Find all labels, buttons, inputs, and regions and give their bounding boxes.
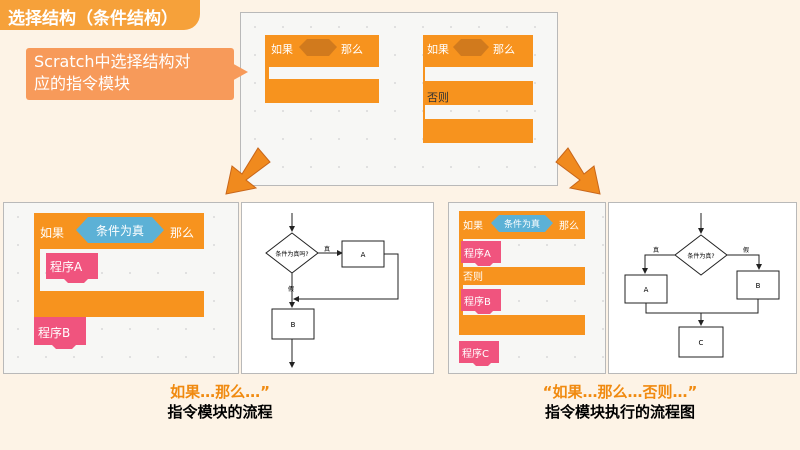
down-right-arrow-icon bbox=[555, 147, 601, 195]
left-blocks-svg: 如果 条件为真 那么 程序A 程序B bbox=[34, 213, 204, 349]
left-caption: 如果…那么…” 指令模块的流程 bbox=[130, 382, 310, 422]
right-caption: “如果…那么…否则…” 指令模块执行的流程图 bbox=[500, 382, 740, 422]
right-condition-hex bbox=[491, 215, 553, 232]
right-flow-condition-label: 条件为真? bbox=[687, 252, 714, 260]
right-flow-no-label: 假 bbox=[743, 246, 749, 254]
right-condition-label: 条件为真 bbox=[504, 218, 540, 230]
left-flowchart-svg: 条件为真吗? 真 A 假 B bbox=[265, 213, 399, 368]
right-program-a-label: 程序A bbox=[464, 247, 491, 260]
right-flow-yes-label: 真 bbox=[653, 246, 659, 254]
left-flow-no-label: 假 bbox=[288, 285, 294, 293]
right-flow-box-c bbox=[678, 326, 724, 358]
right-caption-line2: 指令模块执行的流程图 bbox=[544, 403, 695, 421]
left-condition-label: 条件为真 bbox=[96, 224, 144, 238]
callout-line1: Scratch中选择结构对 bbox=[34, 52, 191, 71]
left-if-label: 如果 bbox=[40, 225, 64, 240]
right-blocks-panel: 如果 条件为真 那么 程序A 否则 程序B 程序C bbox=[448, 202, 606, 374]
block1-condition-hex bbox=[299, 39, 337, 56]
left-flow-box-b-label: B bbox=[291, 321, 296, 329]
right-flow-box-c-label: C bbox=[699, 339, 704, 347]
block2-then-label: 那么 bbox=[493, 43, 515, 56]
left-condition-hex bbox=[76, 217, 164, 243]
right-flow-decision bbox=[674, 234, 728, 276]
right-program-c-label: 程序C bbox=[462, 347, 489, 360]
callout-box: Scratch中选择结构对 应的指令模块 bbox=[26, 48, 234, 100]
right-caption-line1: “如果…那么…否则…” bbox=[542, 383, 698, 401]
top-blocks-panel: 如果 那么 如果 那么 否则 bbox=[240, 12, 558, 186]
left-then-label: 那么 bbox=[170, 226, 194, 240]
down-left-arrow-icon bbox=[225, 147, 271, 195]
left-flow-condition-label: 条件为真吗? bbox=[275, 250, 308, 258]
right-if-else-block-shape bbox=[459, 211, 585, 335]
left-flow-yes-label: 真 bbox=[324, 245, 330, 253]
left-flow-box-b bbox=[271, 308, 315, 340]
if-then-block-shape bbox=[265, 35, 379, 103]
left-if-block-shape bbox=[34, 213, 204, 317]
left-flow-box-a-label: A bbox=[361, 251, 366, 259]
right-then-label: 那么 bbox=[559, 220, 579, 232]
left-program-b-label: 程序B bbox=[38, 325, 70, 340]
right-flow-box-a-label: A bbox=[644, 286, 649, 294]
left-program-b-shape bbox=[34, 317, 86, 349]
right-flowchart-svg: 条件为真? 真 假 A B C bbox=[624, 213, 780, 358]
block1-then-label: 那么 bbox=[341, 43, 363, 56]
if-then-else-block-shape bbox=[423, 35, 533, 143]
right-else-label: 否则 bbox=[463, 270, 483, 283]
top-blocks-svg: 如果 那么 如果 那么 否则 bbox=[265, 35, 533, 143]
left-flowchart-panel: 条件为真吗? 真 A 假 B bbox=[241, 202, 434, 374]
right-if-label: 如果 bbox=[463, 219, 483, 232]
right-program-c-shape bbox=[459, 341, 499, 366]
left-blocks-panel: 如果 条件为真 那么 程序A 程序B bbox=[3, 202, 239, 374]
block2-else-label: 否则 bbox=[427, 91, 449, 104]
right-program-b-label: 程序B bbox=[464, 295, 491, 308]
title-tab bbox=[0, 0, 200, 30]
right-flow-box-b bbox=[736, 270, 780, 300]
left-caption-line1: 如果…那么…” bbox=[170, 383, 270, 401]
block2-if-label: 如果 bbox=[427, 42, 449, 56]
left-program-a-label: 程序A bbox=[50, 259, 83, 274]
block1-if-label: 如果 bbox=[271, 42, 293, 56]
page-title: 选择结构（条件结构） bbox=[8, 9, 178, 29]
right-flowchart-panel: 条件为真? 真 假 A B C bbox=[608, 202, 797, 374]
callout-line2: 应的指令模块 bbox=[34, 74, 131, 93]
right-blocks-svg: 如果 条件为真 那么 程序A 否则 程序B 程序C bbox=[459, 211, 585, 366]
left-program-a-shape bbox=[46, 253, 98, 283]
right-flow-box-b-label: B bbox=[756, 282, 761, 290]
left-caption-line2: 指令模块的流程 bbox=[167, 403, 273, 421]
right-program-a-shape bbox=[461, 241, 501, 266]
block2-condition-hex bbox=[453, 39, 489, 56]
right-program-b-shape bbox=[461, 289, 501, 314]
callout-pointer bbox=[230, 62, 248, 82]
